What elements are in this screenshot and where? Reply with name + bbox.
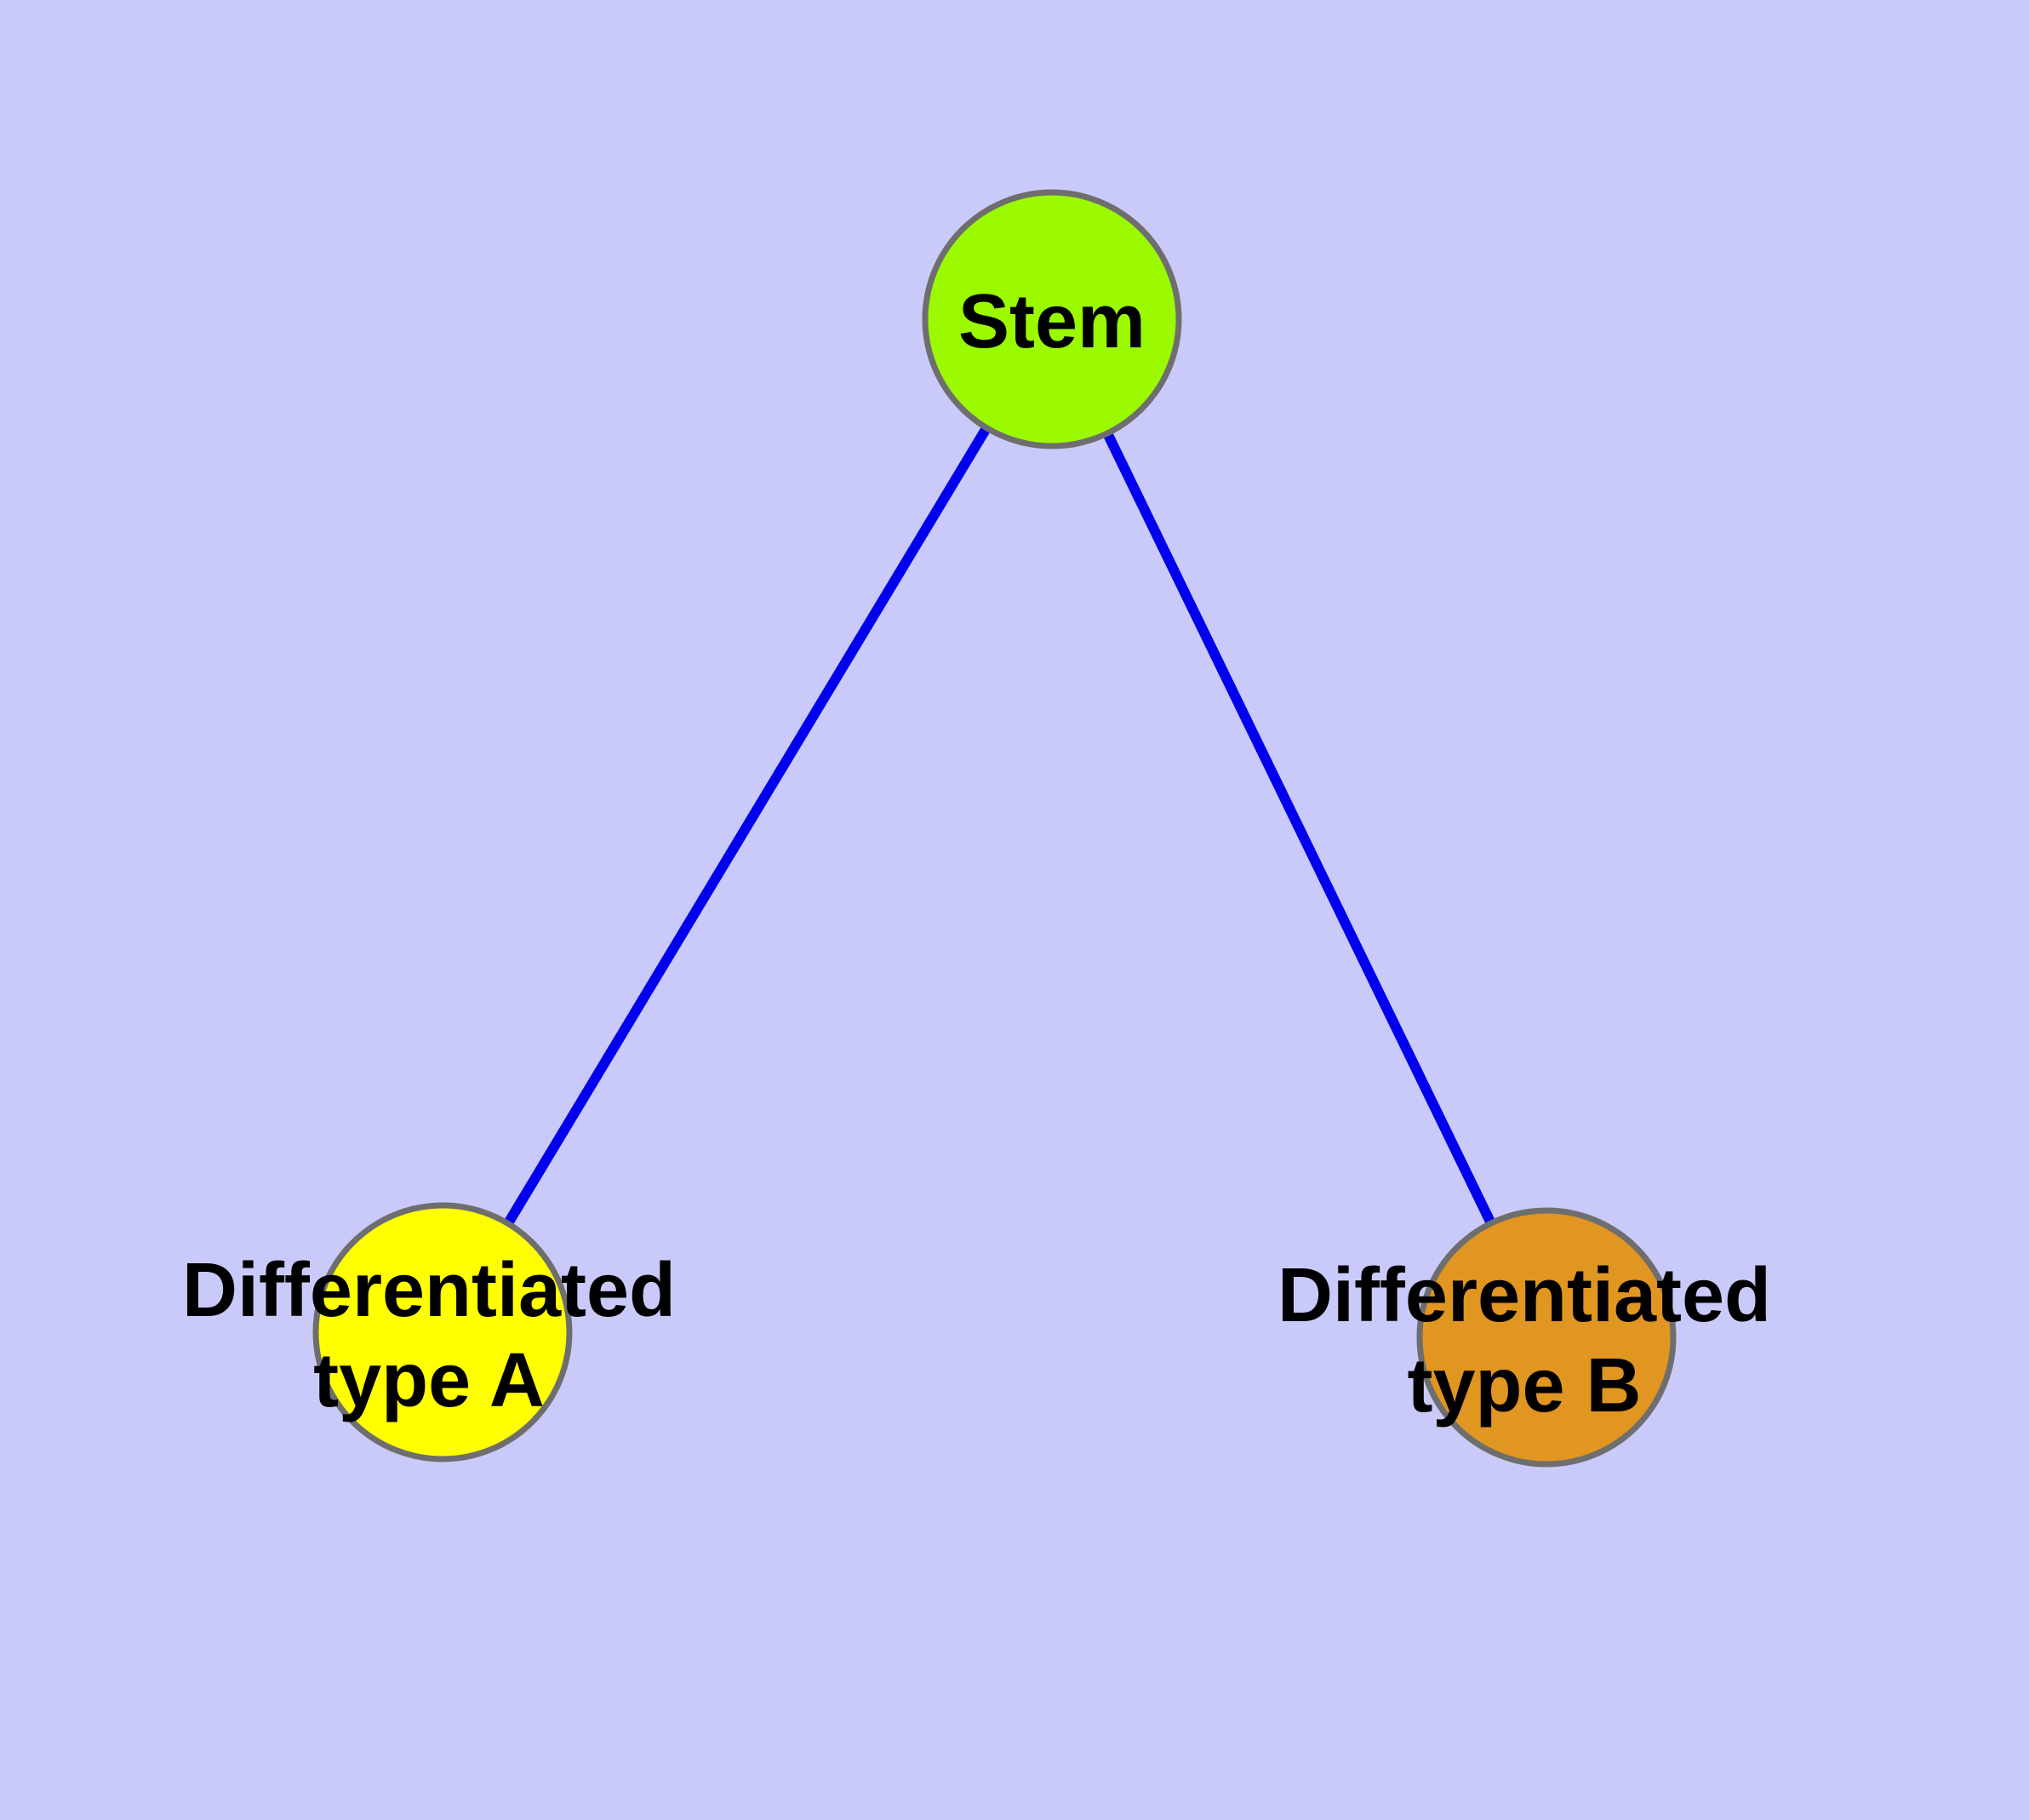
type-a-node-label-line1: Differentiated xyxy=(182,1248,676,1333)
edge-stem-to-type-a xyxy=(437,316,1057,1336)
stem-node-circle xyxy=(922,189,1182,449)
stem-node-label: Stem xyxy=(958,279,1146,364)
type-b-node-circle xyxy=(1416,1207,1677,1468)
type-b-node-label-line2: type B xyxy=(1407,1343,1641,1428)
type-a-node-label-line2: type A xyxy=(313,1338,545,1423)
edge-stem-to-type-b xyxy=(1047,317,1552,1340)
type-b-node-label-line1: Differentiated xyxy=(1277,1253,1771,1338)
type-a-node-circle xyxy=(312,1202,573,1462)
